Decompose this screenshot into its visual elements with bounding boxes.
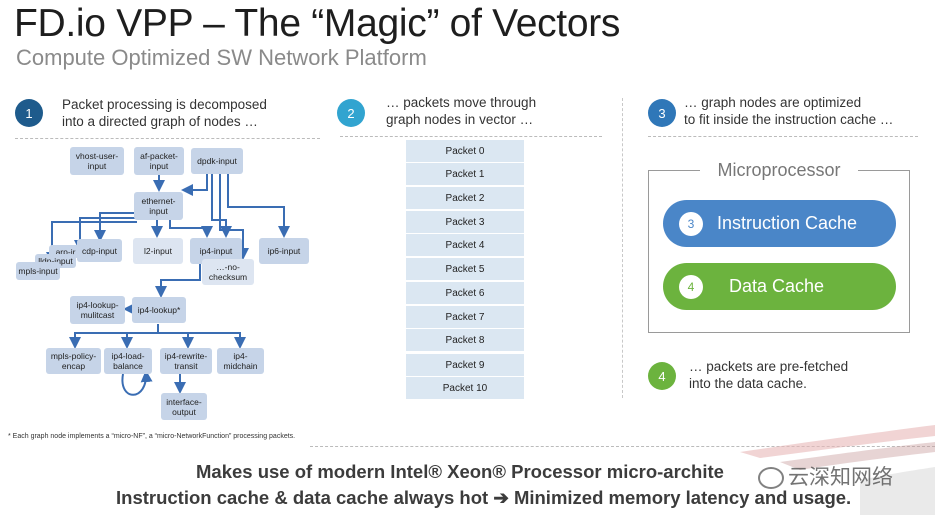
step-3-badge: 3: [648, 99, 676, 127]
node-ip6-input: ip6-input: [259, 238, 309, 264]
node-cdp-input: cdp-input: [77, 239, 122, 262]
edge-ethernet-cdp: [94, 212, 137, 242]
node-mpls-input: mpls-input: [16, 262, 60, 280]
step-1-divider: [15, 138, 320, 139]
edge-dpdk-ip6: [227, 172, 290, 238]
edge-dpdk-nochecksum: [219, 172, 249, 260]
packet-row: Packet 7: [406, 306, 524, 328]
node-mpls-policy-encap: mpls-policy- encap: [46, 348, 101, 374]
page-title: FD.io VPP – The “Magic” of Vectors: [14, 2, 621, 45]
packet-row: Packet 9: [406, 354, 524, 376]
packet-row: Packet 4: [406, 234, 524, 256]
step-1-line1: Packet processing is decomposed: [62, 97, 267, 112]
column-divider: [622, 98, 623, 398]
step-2-badge: 2: [337, 99, 365, 127]
step-2-line1: … packets move through: [386, 95, 537, 110]
edge-ip4-lookup: [155, 262, 201, 298]
wechat-icon: [758, 467, 784, 490]
step-1-badge: 1: [15, 99, 43, 127]
packet-row: Packet 3: [406, 211, 524, 233]
step-3-line1: … graph nodes are optimized: [684, 95, 862, 110]
page-subtitle: Compute Optimized SW Network Platform: [16, 45, 427, 70]
data-cache-badge: 4: [679, 274, 703, 299]
packet-row: Packet 6: [406, 282, 524, 304]
step-1-line2: into a directed graph of nodes …: [62, 114, 258, 129]
node-vhost-user-input: vhost-user- input: [70, 147, 124, 175]
node-ethernet-input: ethernet- input: [134, 192, 183, 220]
step-3-divider: [648, 136, 918, 137]
packet-row: Packet 1: [406, 163, 524, 185]
step-3-line2: to fit inside the instruction cache …: [684, 112, 894, 127]
step-2-text: … packets move through graph nodes in ve…: [386, 94, 536, 128]
footnote-divider: [310, 446, 935, 447]
step-2-divider: [340, 136, 602, 137]
node-ip4-rewrite-transit: ip4-rewrite- transit: [160, 348, 212, 374]
step-1-text: Packet processing is decomposed into a d…: [62, 96, 267, 130]
node-ip4-lookup-mulitcast: ip4-lookup- mulitcast: [70, 296, 125, 324]
instruction-cache-pill: 3 Instruction Cache: [663, 200, 896, 247]
node-ip4-input-no-checksum: …-no- checksum: [202, 259, 254, 285]
data-cache-pill: 4 Data Cache: [663, 263, 896, 310]
footnote: * Each graph node implements a “micro-NF…: [8, 433, 296, 440]
bottom-line-1: Makes use of modern Intel® Xeon® Process…: [196, 461, 724, 482]
node-ip4-load-balance: ip4-load- balance: [104, 348, 152, 374]
packet-row: Packet 10: [406, 377, 524, 399]
packet-row: Packet 5: [406, 258, 524, 280]
edge-loadbalance-loop: [121, 370, 153, 396]
node-af-packet-input: af-packet- input: [134, 147, 184, 175]
edge-lookup-midchain: [188, 332, 246, 349]
node-l2-input: l2-input: [133, 238, 183, 264]
watermark-text: 云深知网络: [788, 466, 893, 489]
step-2-line2: graph nodes in vector …: [386, 112, 534, 127]
step-4-line1: … packets are pre-fetched: [689, 359, 849, 374]
step-4-badge: 4: [648, 362, 676, 390]
packet-row: Packet 2: [406, 187, 524, 209]
instruction-cache-badge: 3: [679, 211, 703, 236]
data-cache-label: Data Cache: [729, 276, 825, 296]
packet-row: Packet 0: [406, 140, 524, 162]
node-ip4-midchain: ip4- midchain: [217, 348, 264, 374]
microprocessor-label: Microprocessor: [700, 160, 858, 181]
node-ip4-lookup: ip4-lookup*: [132, 297, 186, 323]
edge-ethernet-ip4: [169, 220, 213, 238]
instruction-cache-label: Instruction Cache: [717, 213, 858, 233]
step-4-text: … packets are pre-fetched into the data …: [689, 358, 848, 392]
node-interface-output: interface- output: [161, 393, 207, 420]
watermark: 云深知网络: [758, 461, 893, 491]
edge-dpdk-ethernet: [181, 172, 208, 196]
step-3-text: … graph nodes are optimized to fit insid…: [684, 94, 893, 128]
node-dpdk-input: dpdk-input: [191, 148, 243, 174]
packet-row: Packet 8: [406, 329, 524, 351]
step-4-line2: into the data cache.: [689, 376, 807, 391]
bottom-line-2: Instruction cache & data cache always ho…: [116, 487, 852, 508]
